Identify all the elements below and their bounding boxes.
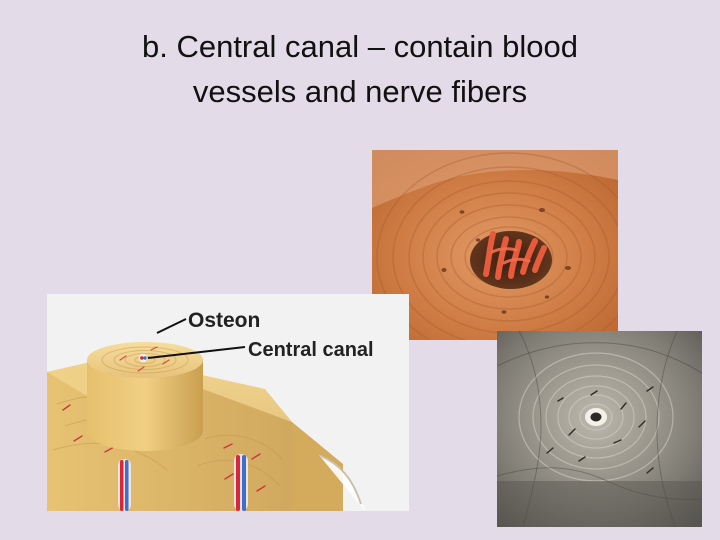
micrograph-icon xyxy=(497,331,702,527)
central-canal-label: Central canal xyxy=(248,339,374,361)
osteon-diagram: Osteon Central canal xyxy=(47,294,409,511)
osteon-label: Osteon xyxy=(188,309,260,332)
slide-title: b. Central canal – contain blood vessels… xyxy=(70,24,650,114)
bone-sem-icon xyxy=(372,150,618,340)
osteon-diagram-icon: Osteon Central canal xyxy=(47,294,409,511)
title-line-1: b. Central canal – contain blood xyxy=(141,29,578,64)
central-canal-sem-photo xyxy=(372,150,618,340)
osteon-micrograph-photo xyxy=(497,331,702,527)
title-line-2: vessels and nerve fibers xyxy=(192,74,528,109)
